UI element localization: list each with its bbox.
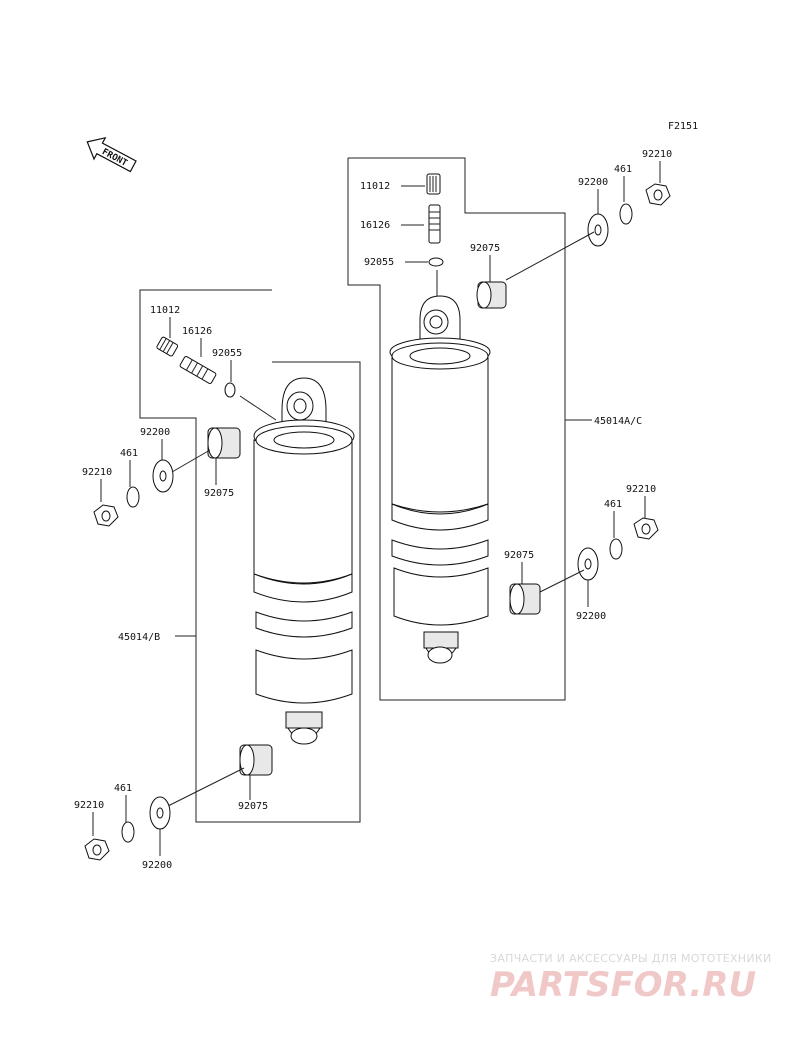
washer-icon	[587, 213, 609, 247]
right-valve-label: 16126	[360, 220, 390, 231]
air-valve-icon	[428, 204, 441, 244]
left-bushing-top-label: 92075	[204, 488, 234, 499]
watermark-tagline: ЗАПЧАСТИ И АКСЕССУАРЫ ДЛЯ МОТОТЕХНИКИ	[490, 952, 772, 965]
left-washer-bottom-label: 92200	[142, 860, 172, 871]
nut-icon	[84, 838, 110, 861]
right-washer-bottom-label: 92200	[576, 611, 606, 622]
right-nut-top-label: 92210	[642, 149, 672, 160]
air-valve-icon	[179, 356, 217, 384]
valve-cap-icon	[156, 336, 179, 357]
nut-icon	[633, 517, 659, 540]
valve-cap-icon	[426, 173, 441, 195]
snap-ring-icon	[126, 486, 140, 508]
right-assembly-label: 45014A/C	[594, 416, 642, 427]
right-washer-top-label: 92200	[578, 177, 608, 188]
left-nut-top-label: 92210	[82, 467, 112, 478]
bushing-icon	[239, 744, 273, 776]
nut-icon	[93, 504, 119, 527]
bushing-icon	[207, 427, 241, 459]
left-cap-label: 11012	[150, 305, 180, 316]
right-nut-bottom-label: 92210	[626, 484, 656, 495]
snap-ring-icon	[121, 821, 135, 843]
right-bushing-bottom-label: 92075	[504, 550, 534, 561]
figure-code: F2151	[668, 121, 698, 132]
right-clip-bottom-label: 461	[604, 499, 622, 510]
right-cap-label: 11012	[360, 181, 390, 192]
bushing-icon	[476, 281, 507, 309]
washer-icon	[577, 547, 599, 581]
bushing-icon	[509, 583, 541, 615]
snap-ring-icon	[609, 538, 623, 560]
snap-ring-icon	[619, 203, 633, 225]
right-bushing-top-label: 92075	[470, 243, 500, 254]
o-ring-icon	[428, 257, 444, 267]
left-valve-label: 16126	[182, 326, 212, 337]
left-clip-top-label: 461	[120, 448, 138, 459]
left-clip-bottom-label: 461	[114, 783, 132, 794]
right-clip-top-label: 461	[614, 164, 632, 175]
right-assembly-bracket	[347, 157, 566, 701]
nut-icon	[645, 183, 671, 206]
left-nut-bottom-label: 92210	[74, 800, 104, 811]
left-assembly-bracket	[139, 289, 361, 823]
right-shock-group: 45014A/C 11012 16126 92055 92075 92200	[347, 149, 672, 701]
left-shock-group: 45014/B 11012 16126 92055 92200 461	[74, 289, 361, 871]
washer-icon	[152, 459, 174, 493]
right-shock-absorber	[389, 270, 491, 664]
washer-icon	[149, 796, 171, 830]
o-ring-icon	[224, 382, 236, 398]
left-assembly-label: 45014/B	[118, 632, 160, 643]
left-washer-top-label: 92200	[140, 427, 170, 438]
front-arrow-icon: FRONT	[86, 136, 137, 173]
right-oring-label: 92055	[364, 257, 394, 268]
left-shock-absorber	[239, 377, 355, 745]
left-bushing-bottom-label: 92075	[238, 801, 268, 812]
watermark-logo: PARTSFOR.RU	[490, 965, 756, 1005]
left-oring-label: 92055	[212, 348, 242, 359]
